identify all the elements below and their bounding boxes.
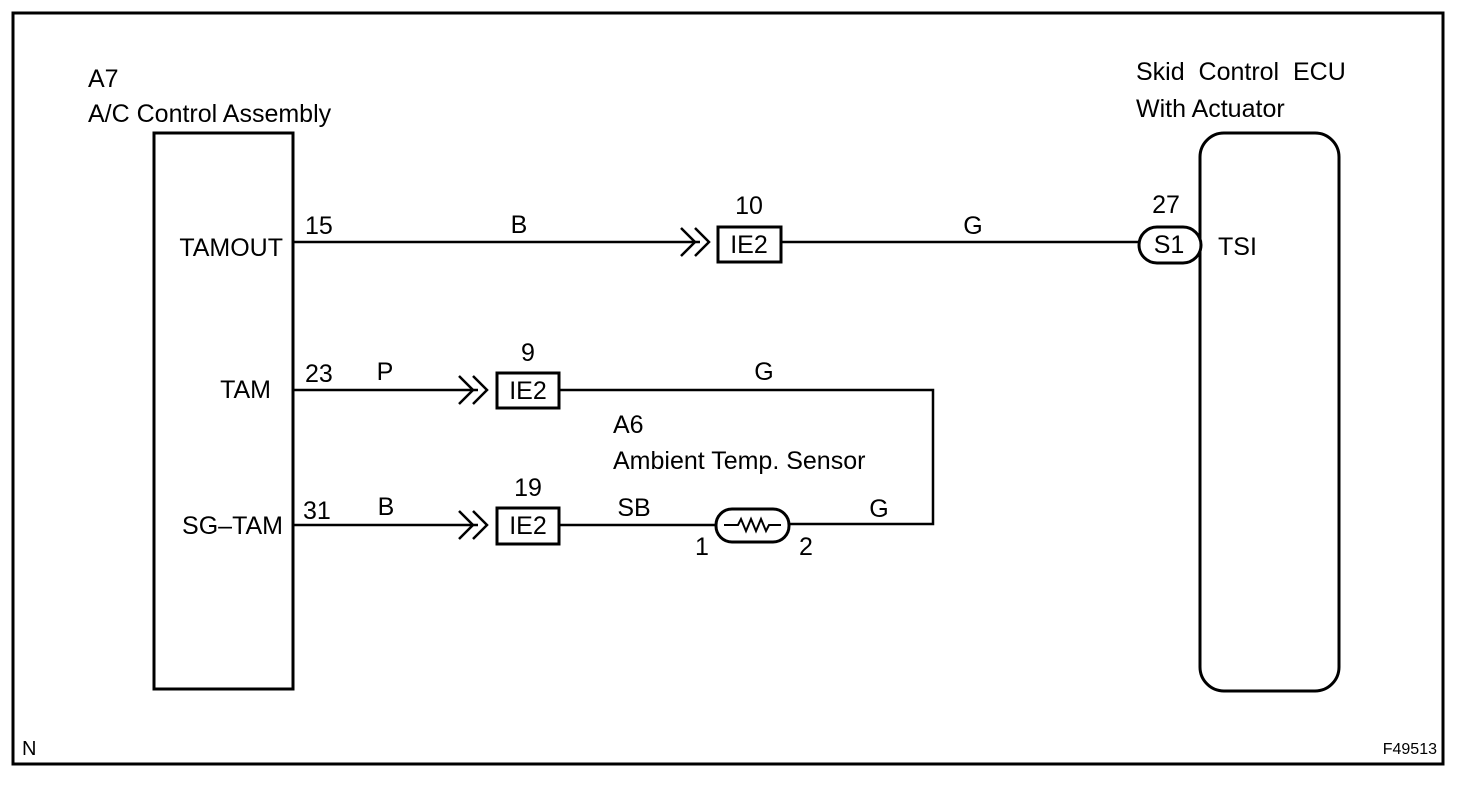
skid-control-ecu: Skid Control ECU With Actuator TSI (1136, 58, 1346, 693)
junction-ie2-19 (495, 506, 561, 546)
wire-tamout: 15 B IE2 10 G S1 27 (293, 191, 1203, 265)
junction-ie2-10 (716, 225, 783, 264)
connector-chevron-icon (458, 375, 489, 405)
wire-color-b-tamout: B (511, 211, 528, 239)
ecu-name-line2: With Actuator (1136, 95, 1285, 123)
pin-15: 15 (305, 212, 333, 240)
wire-color-g-tam: G (754, 358, 773, 386)
terminal-tamout: TAMOUT (179, 234, 283, 262)
thermistor-body (714, 507, 791, 544)
ac-assembly-name: A/C Control Assembly (88, 100, 332, 128)
pin-31: 31 (303, 497, 331, 525)
connector-chevron-icon (458, 510, 489, 540)
ac-assembly-box (152, 131, 295, 691)
figure-code: F49513 (1383, 741, 1437, 758)
junction-ie2-label: IE2 (509, 377, 547, 405)
wire-color-p: P (377, 358, 394, 386)
junction-pin-19: 19 (514, 474, 542, 502)
junction-pin-10: 10 (735, 192, 763, 220)
wire-color-b-sgtam: B (378, 493, 395, 521)
sensor-pin-2: 2 (799, 533, 813, 561)
ecu-name-line1: Skid Control ECU (1136, 58, 1346, 86)
ambient-temp-sensor: 1 2 (695, 507, 813, 561)
junction-pin-9: 9 (521, 339, 535, 367)
pin-27: 27 (1152, 191, 1180, 219)
wire-color-sb: SB (617, 494, 650, 522)
pin-23: 23 (305, 360, 333, 388)
junction-ie2-9 (495, 371, 561, 410)
sensor-pin-1: 1 (695, 533, 709, 561)
resistor-icon (724, 516, 781, 534)
connector-chevron-icon (680, 227, 711, 257)
wire-color-g-tamout: G (963, 212, 982, 240)
ecu-box (1198, 131, 1341, 693)
sensor-code: A6 (613, 411, 644, 439)
terminal-tam: TAM (220, 376, 271, 404)
ac-control-assembly: A7 A/C Control Assembly TAMOUT TAM SG–TA… (88, 65, 332, 691)
junction-ie2-label: IE2 (509, 512, 547, 540)
corner-mark: N (22, 738, 36, 760)
wire-color-g-sgtam: G (869, 495, 888, 523)
ac-assembly-code: A7 (88, 65, 119, 93)
ecu-terminal-tsi: TSI (1218, 233, 1257, 261)
connector-s1-label: S1 (1154, 231, 1185, 259)
connector-s1 (1137, 225, 1203, 265)
wire-tam: 23 P IE2 9 G (293, 339, 935, 526)
junction-ie2-label: IE2 (730, 231, 768, 259)
sensor-name: Ambient Temp. Sensor (613, 447, 865, 475)
wire-sg-tam: 31 B IE2 19 SB G (293, 474, 889, 546)
terminal-sg-tam: SG–TAM (182, 512, 283, 540)
